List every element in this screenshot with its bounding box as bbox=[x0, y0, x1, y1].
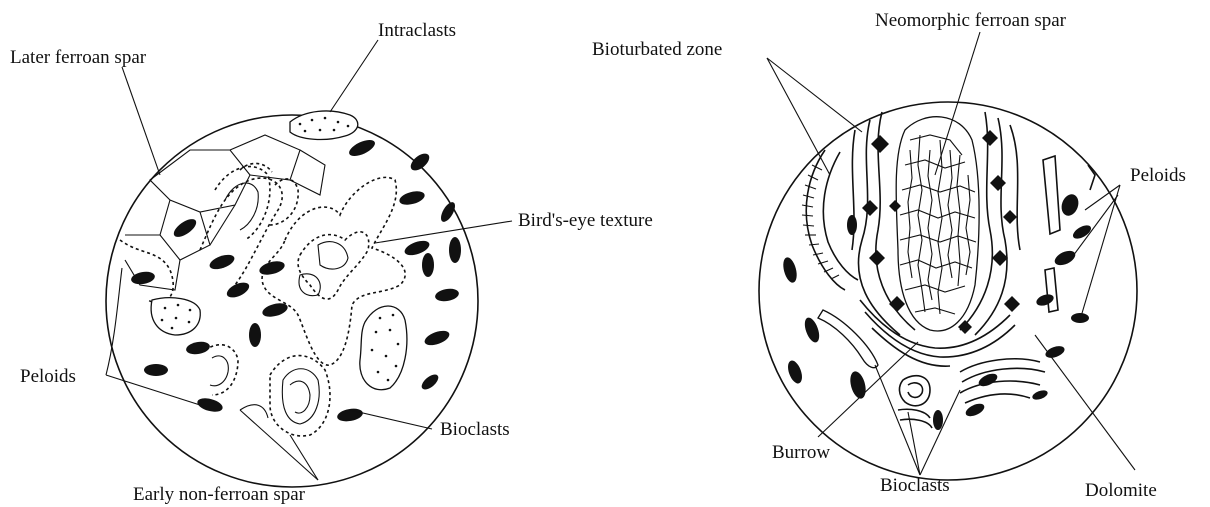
bioclast bbox=[962, 368, 1045, 382]
label-dolomite: Dolomite bbox=[1085, 480, 1157, 501]
bioclast bbox=[960, 381, 1040, 393]
dolomite-rhomb bbox=[982, 130, 998, 146]
peloid bbox=[336, 407, 364, 423]
dolomite-rhomb bbox=[862, 200, 878, 216]
right-labels: Neomorphic ferroan spar Bioturbated zone… bbox=[592, 10, 1186, 501]
peloid bbox=[1052, 248, 1077, 268]
peloid bbox=[802, 316, 822, 345]
birds-eye-fenestrae bbox=[299, 242, 348, 296]
peloid bbox=[196, 396, 224, 414]
intraclast bbox=[360, 306, 407, 390]
dolomite-rhomb bbox=[869, 250, 885, 266]
bioclast bbox=[965, 394, 1030, 403]
peloid bbox=[1071, 313, 1089, 323]
label-intraclasts: Intraclasts bbox=[378, 20, 456, 41]
peloid bbox=[258, 259, 286, 277]
bioclast bbox=[205, 345, 238, 395]
label-neomorphic-ferroan-spar: Neomorphic ferroan spar bbox=[875, 10, 1067, 31]
peloid bbox=[419, 372, 441, 393]
peloid bbox=[398, 189, 426, 207]
label-later-ferroan-spar: Later ferroan spar bbox=[10, 47, 147, 68]
peloid bbox=[434, 287, 460, 303]
left-peloids bbox=[130, 137, 461, 424]
peloid bbox=[847, 215, 857, 235]
neomorphic-spar-core bbox=[896, 117, 979, 331]
peloid bbox=[130, 270, 156, 286]
peloid bbox=[423, 328, 452, 348]
dolomite-rhomb bbox=[958, 320, 972, 334]
peloid bbox=[144, 364, 168, 376]
label-burrow: Burrow bbox=[772, 442, 830, 463]
peloid bbox=[422, 253, 434, 277]
peloid bbox=[408, 150, 433, 173]
dolomite-rhomb bbox=[889, 296, 905, 312]
label-bioturbated-zone: Bioturbated zone bbox=[592, 39, 722, 60]
intraclast bbox=[151, 298, 200, 335]
peloid bbox=[208, 252, 237, 272]
dolomite-rhomb bbox=[990, 175, 1006, 191]
peloid bbox=[1071, 223, 1093, 242]
peloid bbox=[785, 359, 804, 386]
peloid bbox=[848, 370, 869, 401]
dolomite-rhomb bbox=[1003, 210, 1017, 224]
peloid bbox=[347, 137, 377, 160]
bioclast bbox=[1043, 156, 1060, 234]
dolomite-rhomb bbox=[871, 135, 889, 153]
left-thin-section: Later ferroan spar Intraclasts Bird's-ey… bbox=[10, 20, 653, 505]
left-labels: Later ferroan spar Intraclasts Bird's-ey… bbox=[10, 20, 653, 505]
peloid bbox=[781, 256, 799, 284]
right-thin-section: Neomorphic ferroan spar Bioturbated zone… bbox=[592, 10, 1186, 501]
peloid bbox=[449, 237, 461, 263]
label-peloids-left: Peloids bbox=[20, 366, 76, 387]
label-bioclasts-left: Bioclasts bbox=[440, 419, 510, 440]
peloid bbox=[964, 401, 986, 419]
dolomite-rhomb bbox=[1004, 296, 1020, 312]
peloid bbox=[171, 216, 199, 241]
peloid bbox=[933, 410, 943, 430]
peloid bbox=[1031, 389, 1049, 402]
peloid bbox=[1035, 292, 1055, 308]
bioclast bbox=[899, 376, 930, 406]
label-early-non-ferroan-spar: Early non-ferroan spar bbox=[133, 484, 306, 505]
peloid bbox=[249, 323, 261, 347]
bioclast bbox=[1045, 268, 1058, 312]
label-birds-eye-texture: Bird's-eye texture bbox=[518, 210, 653, 231]
peloid bbox=[1059, 192, 1082, 218]
dolomite-rhomb bbox=[992, 250, 1008, 266]
label-bioclasts-right: Bioclasts bbox=[880, 475, 950, 496]
bioclast bbox=[282, 369, 319, 424]
label-peloids-right: Peloids bbox=[1130, 165, 1186, 186]
left-leader-lines bbox=[106, 40, 512, 480]
peloid bbox=[225, 279, 252, 300]
